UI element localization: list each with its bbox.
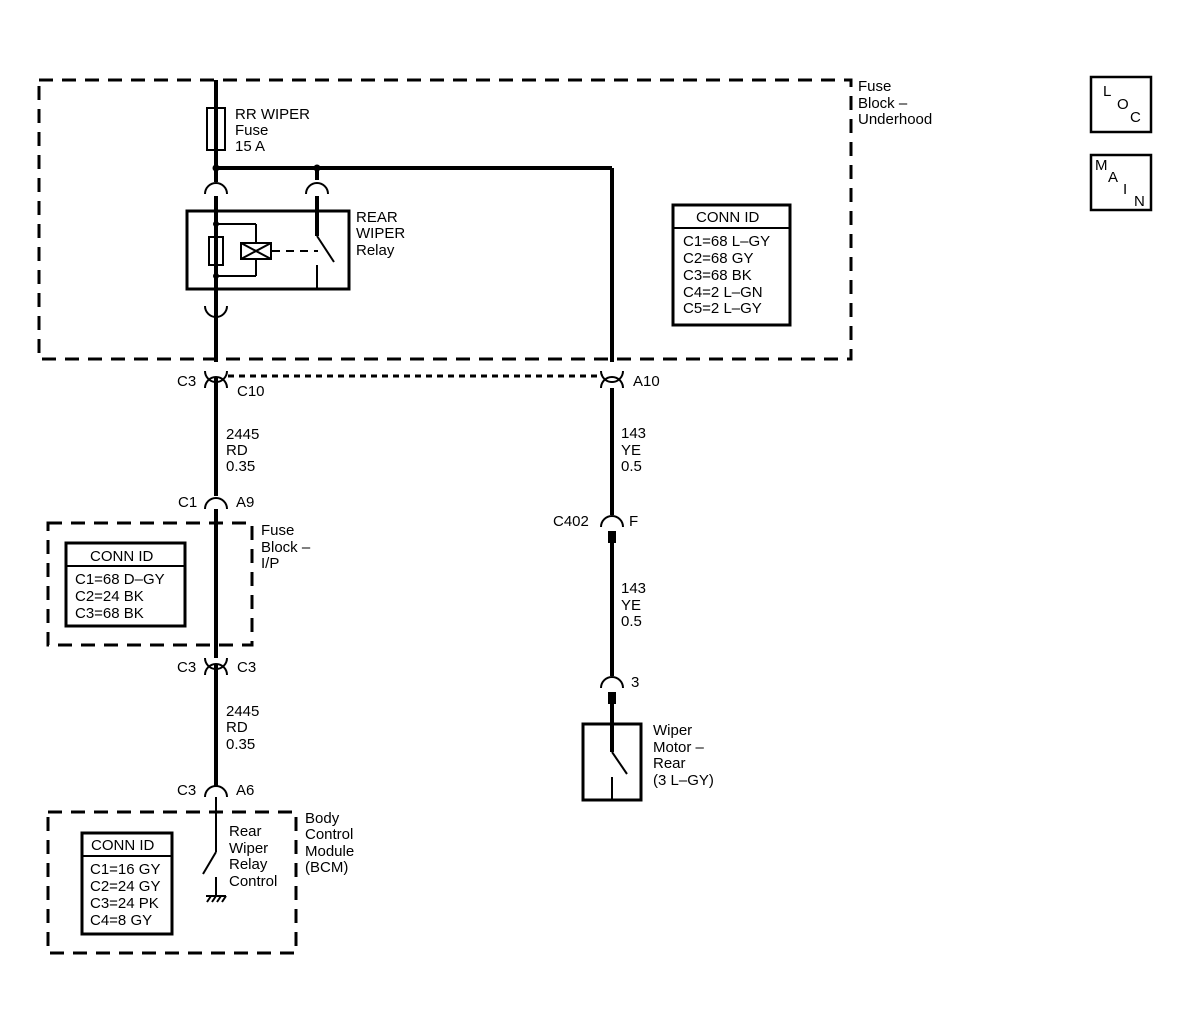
svg-text:M: M	[1095, 157, 1108, 174]
relay-switch-icon	[316, 235, 335, 263]
svg-text:CONN ID: CONN ID	[91, 837, 155, 854]
svg-text:A: A	[1108, 169, 1118, 186]
connector-pin-3-label: 3	[631, 674, 639, 691]
svg-text:C1=68 L–GY C2=68 GY: C1=68 L–GY C2=68 GY C3=68 BK C4=2 L–GN C…	[683, 233, 774, 317]
connector-c1-label: C1	[178, 494, 197, 511]
svg-text:CONN ID: CONN ID	[90, 548, 154, 565]
svg-text:C1=16 GY C2=24 GY: C1=16 GY C2=24 GY C3=24 PK C4=8 GY	[90, 861, 164, 929]
loc-button[interactable]: L O C	[1089, 75, 1153, 134]
wire-2445-lower-label: 2445 RD 0.35	[226, 703, 264, 753]
conn-id-bcm: CONN ID C1=16 GY C2=24 GY C3=24 PK C4=8 …	[80, 831, 174, 936]
svg-text:C: C	[1130, 109, 1141, 126]
rear-wiper-relay	[185, 209, 351, 291]
svg-text:I: I	[1123, 181, 1127, 198]
main-button[interactable]: M A I N	[1089, 153, 1153, 212]
conn-id-underhood: CONN ID C1=68 L–GY C2=68 GY C3=68 BK C4=…	[671, 203, 792, 327]
fuse-block-underhood-label: Fuse Block – Underhood	[858, 78, 932, 128]
svg-text:L: L	[1103, 83, 1111, 100]
connector-c3-bcm-label: C3	[177, 782, 196, 799]
connector-c3-a6	[204, 785, 228, 798]
bcm-switch-icon	[202, 851, 217, 875]
fuse-block-underhood-outline	[37, 78, 853, 361]
wiper-motor-label: Wiper Motor – Rear (3 L–GY)	[653, 722, 714, 789]
connector-c402-f	[600, 515, 624, 528]
connector-pin-3	[600, 676, 624, 689]
connector-c402-label: C402	[553, 513, 589, 530]
bcm-outline	[46, 810, 298, 955]
connector-a10	[600, 370, 624, 383]
rr-wiper-fuse	[206, 107, 226, 151]
connector-c3-ip-right-label: C3	[237, 659, 256, 676]
wire-2445-upper-label: 2445 RD 0.35	[226, 426, 264, 475]
connector-c3-label: C3	[177, 373, 196, 390]
connector-a6-label: A6	[236, 782, 254, 799]
wiper-motor-switch-icon	[611, 751, 628, 775]
connector-c1-a9	[204, 497, 228, 510]
conn-id-ip: CONN ID C1=68 D–GY C2=24 BK C3=68 BK	[64, 541, 187, 628]
connector-f-label: F	[629, 513, 638, 530]
rr-wiper-fuse-label: RR WIPER Fuse 15 A	[235, 106, 314, 155]
svg-text:O: O	[1117, 96, 1129, 113]
connector-a10-label: A10	[633, 373, 660, 390]
connector-a9-label: A9	[236, 494, 254, 511]
svg-text:CONN ID: CONN ID	[696, 209, 760, 226]
connector-c3-ip-left-label: C3	[177, 659, 196, 676]
fuse-block-ip-label: Fuse Block – I/P	[261, 522, 314, 572]
fuse-block-ip-outline	[46, 521, 254, 647]
wire-143-lower-label: 143 YE 0.5	[621, 580, 650, 630]
bcm-label: Body Control Module (BCM)	[305, 810, 358, 876]
connector-c10-label: C10	[237, 383, 265, 400]
rear-wiper-relay-label: REAR WIPER Relay	[356, 209, 409, 259]
bcm-switch-label: Rear Wiper Relay Control	[229, 823, 277, 890]
ground-icon	[206, 895, 227, 903]
relay-coil-icon	[240, 242, 272, 260]
svg-text:N: N	[1134, 193, 1145, 210]
svg-text:C1=68 D–GY C2=24 BK: C1=68 D–GY C2=24 BK C3=68 BK	[75, 571, 169, 622]
wire-143-upper-label: 143 YE 0.5	[621, 425, 650, 475]
